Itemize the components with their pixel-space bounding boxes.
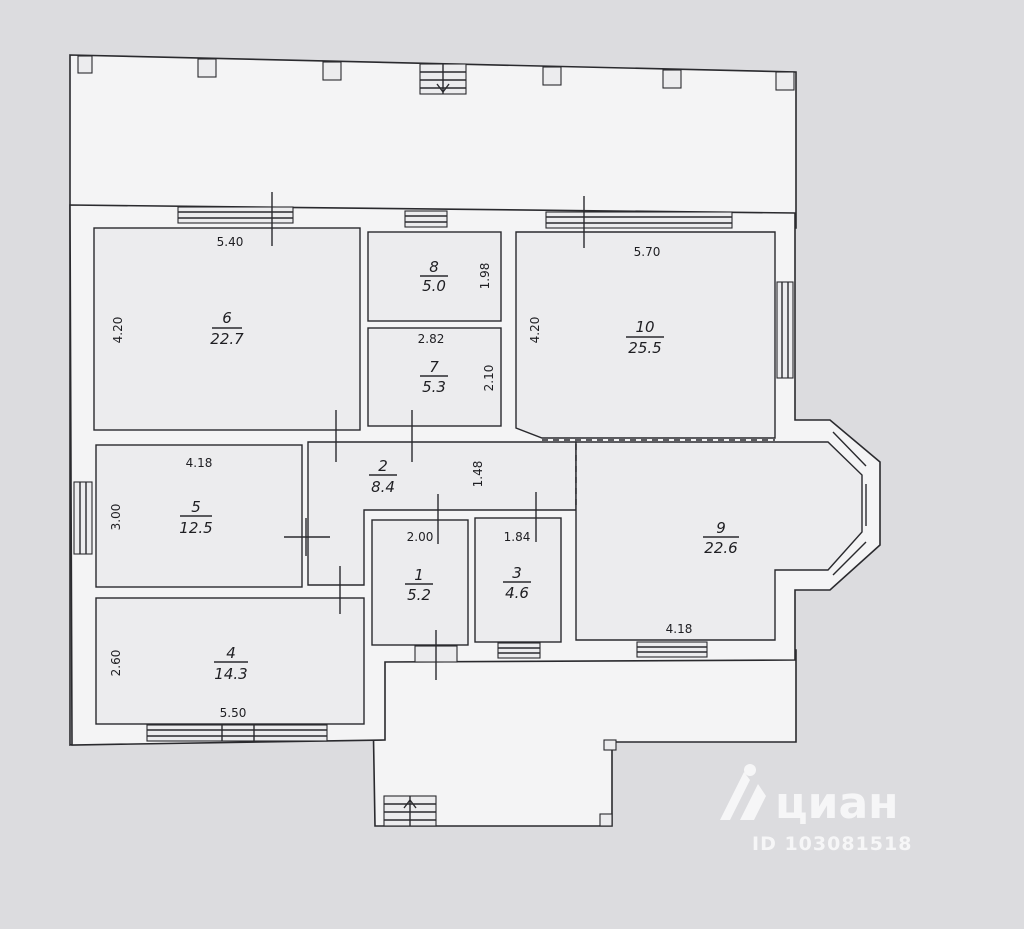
window-bottom-9 [636, 641, 708, 658]
dim-label: 2.00 [407, 530, 434, 544]
entrance-door [414, 630, 458, 680]
svg-text:1: 1 [414, 566, 424, 584]
svg-text:7: 7 [429, 358, 439, 376]
svg-text:8.4: 8.4 [371, 478, 395, 496]
dim-label: 5.70 [634, 245, 661, 259]
dim-label: 4.18 [666, 622, 693, 636]
svg-text:4.6: 4.6 [505, 584, 529, 602]
svg-text:5.3: 5.3 [422, 378, 446, 396]
window-top-3 [545, 211, 733, 229]
svg-text:6: 6 [222, 309, 232, 327]
dim-label: 1.84 [504, 530, 531, 544]
svg-text:22.6: 22.6 [704, 539, 737, 557]
dim-label: 2.10 [482, 365, 496, 392]
post [197, 58, 217, 78]
dim-label: 4.20 [528, 317, 542, 344]
post [77, 55, 93, 74]
watermark: циан ID 103081518 [720, 764, 912, 855]
svg-text:25.5: 25.5 [628, 339, 661, 357]
room-7-shape [367, 327, 502, 427]
door-marks [271, 192, 585, 614]
window-right-10 [776, 281, 794, 379]
window-top-1 [177, 206, 294, 224]
bay-window [832, 431, 867, 576]
room-8-label: 8 5.0 [420, 258, 448, 295]
svg-text:3: 3 [512, 564, 522, 582]
stair-bottom-icon [383, 795, 437, 827]
svg-text:14.3: 14.3 [214, 665, 247, 683]
dim-label: 2.60 [109, 650, 123, 677]
room-1-shape [371, 519, 469, 646]
stair-top-icon [419, 63, 467, 95]
post [603, 739, 617, 751]
post [322, 61, 342, 81]
room-3-label: 3 4.6 [503, 564, 531, 602]
svg-text:10: 10 [635, 318, 654, 336]
post [542, 66, 562, 86]
dim-label: 4.18 [186, 456, 213, 470]
post [662, 69, 682, 89]
dim-label: 5.40 [217, 235, 244, 249]
room-7-label: 7 5.3 [420, 358, 448, 396]
room-5-label: 5 12.5 [179, 498, 212, 537]
room-10-label: 10 25.5 [626, 318, 664, 357]
dim-label: 1.98 [478, 263, 492, 290]
svg-text:9: 9 [716, 519, 726, 537]
svg-text:5.2: 5.2 [407, 586, 431, 604]
room-6-shape [93, 227, 361, 431]
window-bottom-4 [146, 724, 328, 742]
dim-label: 5.50 [220, 706, 247, 720]
svg-text:22.7: 22.7 [210, 330, 244, 348]
room-9-label: 9 22.6 [703, 519, 739, 557]
room-3-shape [474, 517, 562, 643]
window-top-2 [404, 210, 448, 228]
svg-text:5: 5 [191, 498, 201, 516]
window-bottom-3 [497, 642, 541, 659]
dim-label: 3.00 [109, 504, 123, 531]
svg-text:12.5: 12.5 [179, 519, 212, 537]
watermark-brand: циан [775, 778, 899, 829]
dim-label: 1.48 [471, 461, 485, 488]
room-4-shape [95, 597, 365, 725]
room-1-label: 1 5.2 [405, 566, 433, 604]
svg-text:4: 4 [226, 644, 236, 662]
room-2-label: 2 8.4 [369, 457, 397, 496]
room-4-label: 4 14.3 [214, 644, 248, 683]
room-10-shape [515, 231, 776, 439]
watermark-id: ID 103081518 [752, 833, 912, 855]
svg-text:5.0: 5.0 [422, 277, 446, 295]
dim-label: 2.82 [418, 332, 445, 346]
post [775, 71, 795, 91]
room-9-shape [575, 441, 863, 641]
post [599, 813, 613, 827]
window-left-5 [73, 481, 93, 555]
cian-logo-icon [720, 764, 766, 820]
svg-text:8: 8 [429, 258, 439, 276]
room-6-label: 6 22.7 [210, 309, 244, 348]
svg-text:2: 2 [378, 457, 388, 475]
dim-label: 4.20 [111, 317, 125, 344]
open-boundary [542, 439, 775, 505]
